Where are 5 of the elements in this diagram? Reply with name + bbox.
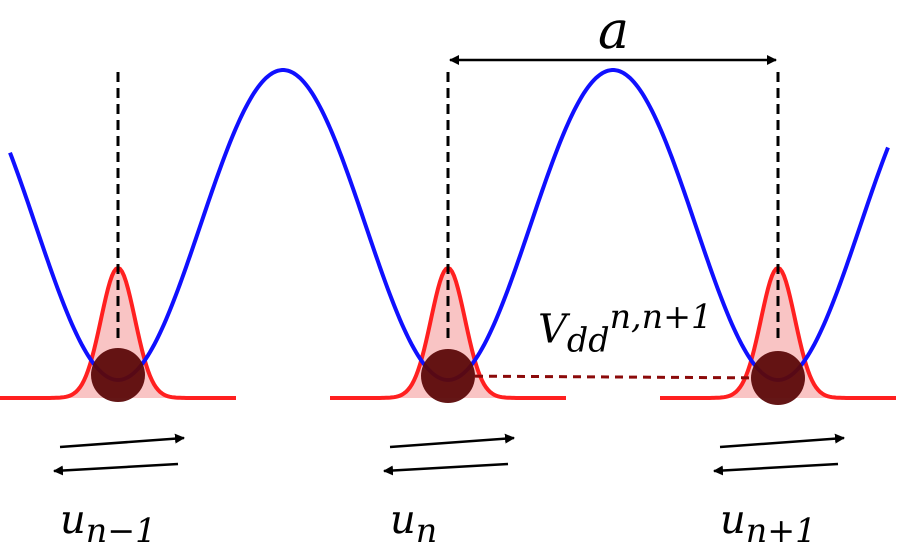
displacement-label: u$_{n−1}$	[60, 500, 156, 548]
interaction-line	[475, 374, 751, 380]
dimension-label: a	[598, 5, 630, 57]
displacement-label: u$_{n+1}$	[720, 500, 816, 548]
displacement-label: u$_{n}$	[390, 500, 438, 548]
